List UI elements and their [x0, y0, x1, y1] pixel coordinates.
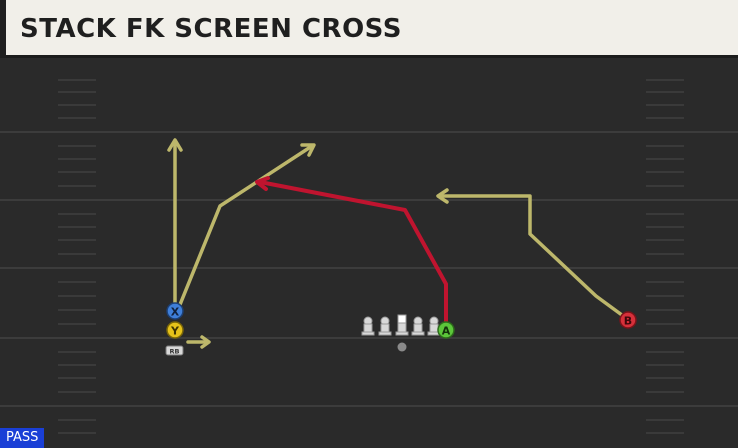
player-y-label: Y: [170, 325, 180, 338]
player-b-label: B: [624, 315, 632, 328]
route-b-cross: [438, 194, 628, 320]
route-a-arrowhead: [255, 176, 270, 191]
lineman-icon: [378, 316, 392, 336]
yard-lines: [0, 131, 738, 407]
player-x-label: X: [171, 306, 180, 319]
route-y-corner: [175, 144, 314, 314]
route-x-arrowhead: [167, 138, 183, 152]
player-rb-icon: RB: [165, 345, 184, 356]
route-y-arrowhead: [300, 143, 316, 157]
route-rb-arrowhead: [200, 335, 211, 349]
player-x-icon: X: [166, 302, 184, 320]
player-b-icon: B: [619, 311, 637, 329]
route-b-arrowhead: [436, 188, 449, 204]
center-icon: [395, 314, 409, 336]
play-title: STACK FK SCREEN CROSS: [20, 14, 402, 44]
title-accent: [0, 0, 6, 58]
lineman-icon: [427, 316, 441, 336]
quarterback-icon: [397, 342, 407, 352]
player-y-icon: Y: [166, 321, 184, 339]
hash-marks-right: [646, 79, 684, 434]
route-a-highlight: [258, 180, 448, 330]
play-field: X Y RB A B: [0, 79, 738, 434]
play-title-bar: STACK FK SCREEN CROSS: [0, 0, 738, 58]
play-type-tag: PASS: [0, 428, 45, 448]
offensive-line: [361, 314, 441, 336]
player-a-label: A: [442, 325, 451, 338]
hash-marks-left: [58, 79, 96, 434]
player-a-icon: A: [437, 321, 455, 339]
lineman-icon: [361, 316, 375, 336]
player-rb-label: RB: [170, 348, 180, 356]
lineman-icon: [411, 316, 425, 336]
